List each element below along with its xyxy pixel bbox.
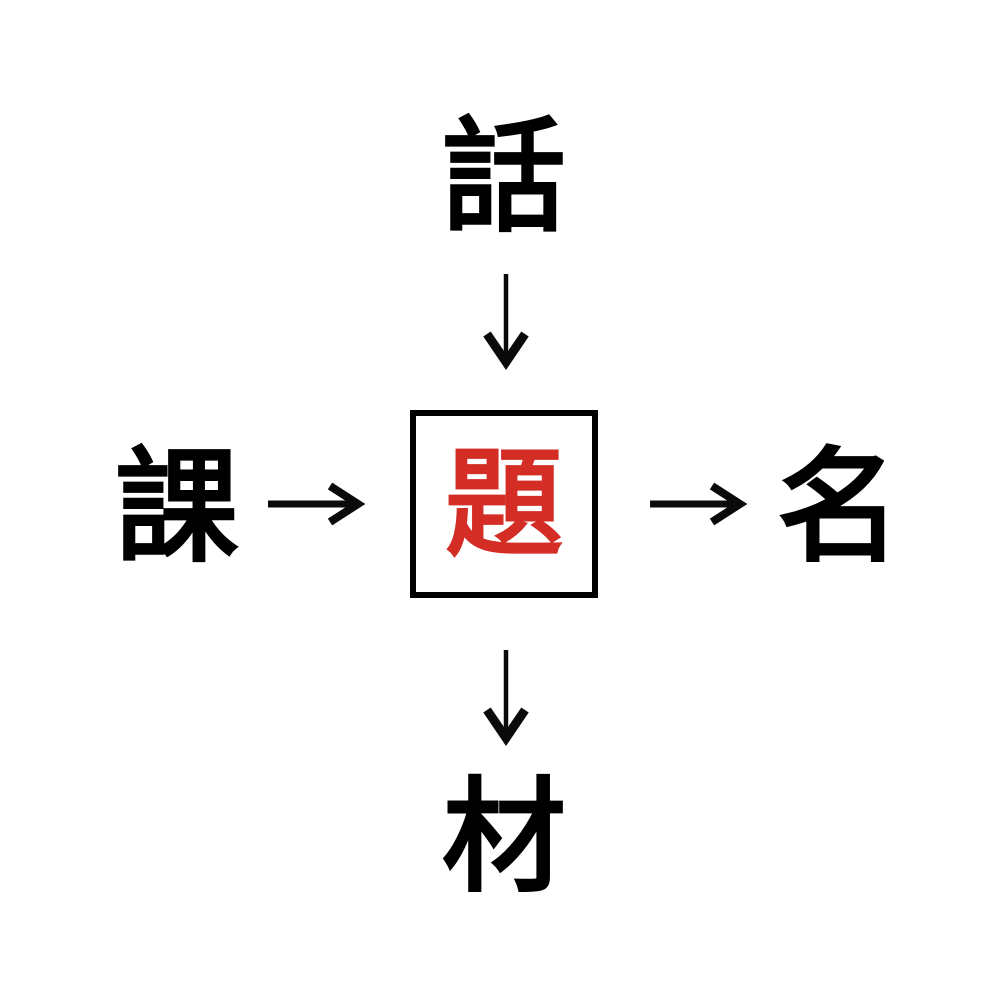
- center-kanji-character: 題: [444, 435, 563, 573]
- arrow-left-to-center-icon: [268, 482, 366, 526]
- kanji-node-top: 話: [442, 106, 567, 250]
- center-kanji-box: 題: [410, 410, 598, 598]
- kanji-node-left: 課: [114, 436, 239, 580]
- arrow-top-to-center-icon: [483, 274, 529, 371]
- kanji-node-bottom: 材: [442, 766, 567, 910]
- arrow-center-to-right-icon: [650, 482, 748, 526]
- arrow-center-to-bottom-icon: [483, 650, 529, 747]
- kanji-node-right: 名: [777, 436, 902, 580]
